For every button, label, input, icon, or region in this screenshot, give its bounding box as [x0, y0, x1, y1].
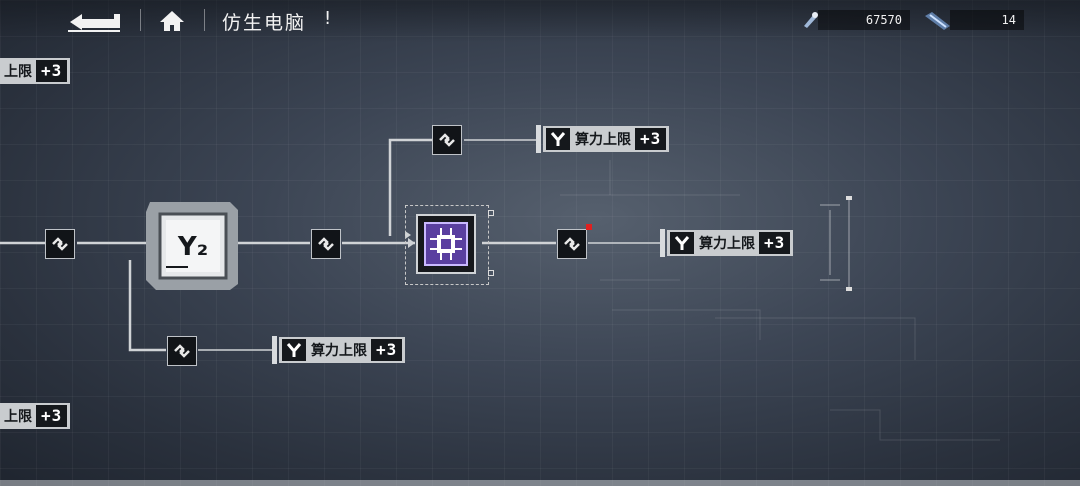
reward-label: 算力上限 [575, 132, 631, 148]
link-node[interactable] [167, 336, 197, 366]
data-core-icon [800, 10, 820, 30]
y2-node-frame: Y₂ [146, 202, 238, 290]
back-arrow-icon [68, 14, 120, 32]
main-node-y2[interactable]: Y₂ [142, 200, 240, 292]
link-icon [318, 237, 334, 251]
reward-label: 上限 [4, 64, 32, 80]
link-node[interactable] [311, 229, 341, 259]
home-icon [160, 11, 184, 31]
home-button[interactable] [158, 8, 186, 34]
y-core-icon [670, 232, 694, 254]
corner-marker [488, 210, 494, 216]
reward-label: 上限 [4, 409, 32, 425]
back-button[interactable] [66, 8, 124, 34]
reward-left-bottom[interactable]: 上限 +3 [0, 402, 71, 430]
resource-counter-chips: 14 [950, 10, 1024, 30]
reward-compute-top[interactable]: 算力上限 +3 [536, 125, 670, 153]
reward-bonus: +3 [635, 128, 667, 150]
reward-bonus: +3 [371, 339, 403, 361]
reward-bonus: +3 [36, 405, 68, 427]
y-core-icon [282, 339, 306, 361]
link-node[interactable] [45, 229, 75, 259]
reward-label: 算力上限 [699, 236, 755, 252]
cpu-node-frame [416, 214, 476, 274]
cpu-node-core [424, 222, 468, 266]
chip-stick-icon [922, 10, 952, 30]
link-node[interactable] [557, 224, 592, 259]
selected-node-cpu[interactable] [405, 205, 494, 285]
reward-compute-bottom[interactable]: 算力上限 +3 [272, 336, 406, 364]
link-node[interactable] [432, 125, 462, 155]
reward-left-top[interactable]: 上限 +3 [0, 57, 71, 85]
info-alert-button[interactable]: ! [324, 8, 332, 29]
link-icon [174, 344, 190, 358]
new-alert-dot [586, 224, 592, 230]
screen-bottom-edge [0, 480, 1080, 486]
reward-label: 算力上限 [311, 343, 367, 359]
reward-bonus: +3 [36, 60, 68, 82]
header-divider [140, 9, 141, 31]
y2-badge: Y₂ [177, 232, 208, 262]
y-core-icon [546, 128, 570, 150]
link-icon [52, 237, 68, 251]
page-title: 仿生电脑 [222, 12, 307, 34]
reward-compute-middle[interactable]: 算力上限 +3 [660, 229, 794, 257]
reward-bonus: +3 [759, 232, 791, 254]
corner-marker [488, 270, 494, 276]
circuit-icon [430, 228, 462, 260]
link-icon [439, 133, 455, 147]
resource-counter-cores: 67570 [818, 10, 910, 30]
header-divider [204, 9, 205, 31]
link-icon [564, 237, 580, 251]
